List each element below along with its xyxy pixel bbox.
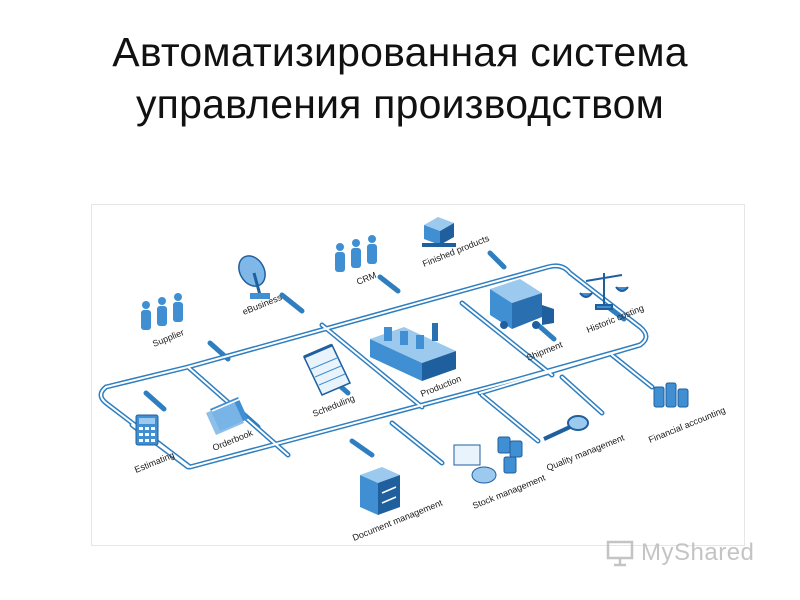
slide-title-line-2: управления производством <box>135 81 665 127</box>
watermark: MyShared <box>605 535 775 571</box>
label-shipment: Shipment <box>525 339 564 363</box>
diagram-canvas: Supplier eBusiness CRM Finished products <box>98 217 727 543</box>
factory-machine-icon <box>370 323 456 381</box>
supplier-people-icon <box>141 293 183 330</box>
calculator-icon <box>135 414 159 446</box>
magnifier-icon <box>543 415 589 441</box>
label-supplier: Supplier <box>151 327 185 349</box>
satellite-dish-icon <box>238 255 270 299</box>
boxes-pallet-icon <box>422 217 456 247</box>
balance-scale-icon <box>579 273 629 310</box>
crm-people-icon <box>335 235 377 272</box>
system-diagram: Supplier eBusiness CRM Finished products <box>91 204 745 546</box>
projector-screen-icon <box>606 540 634 567</box>
stock-barrels-icon <box>453 436 523 484</box>
truck-icon <box>490 279 554 329</box>
label-financial-accounting: Financial accounting <box>647 405 727 445</box>
slide-title-line-1: Автоматизированная система <box>112 29 688 75</box>
coin-stacks-icon <box>653 382 689 408</box>
watermark-text: MyShared <box>641 539 755 566</box>
label-crm: CRM <box>355 270 378 287</box>
label-quality-management: Quality management <box>545 432 626 473</box>
label-estimating: Estimating <box>133 450 176 475</box>
filing-cabinet-icon <box>360 467 400 515</box>
slide-title: Автоматизированная система управления пр… <box>0 26 800 130</box>
folder-icon <box>206 397 248 435</box>
label-scheduling: Scheduling <box>311 393 356 419</box>
calendar-icon <box>302 343 352 396</box>
